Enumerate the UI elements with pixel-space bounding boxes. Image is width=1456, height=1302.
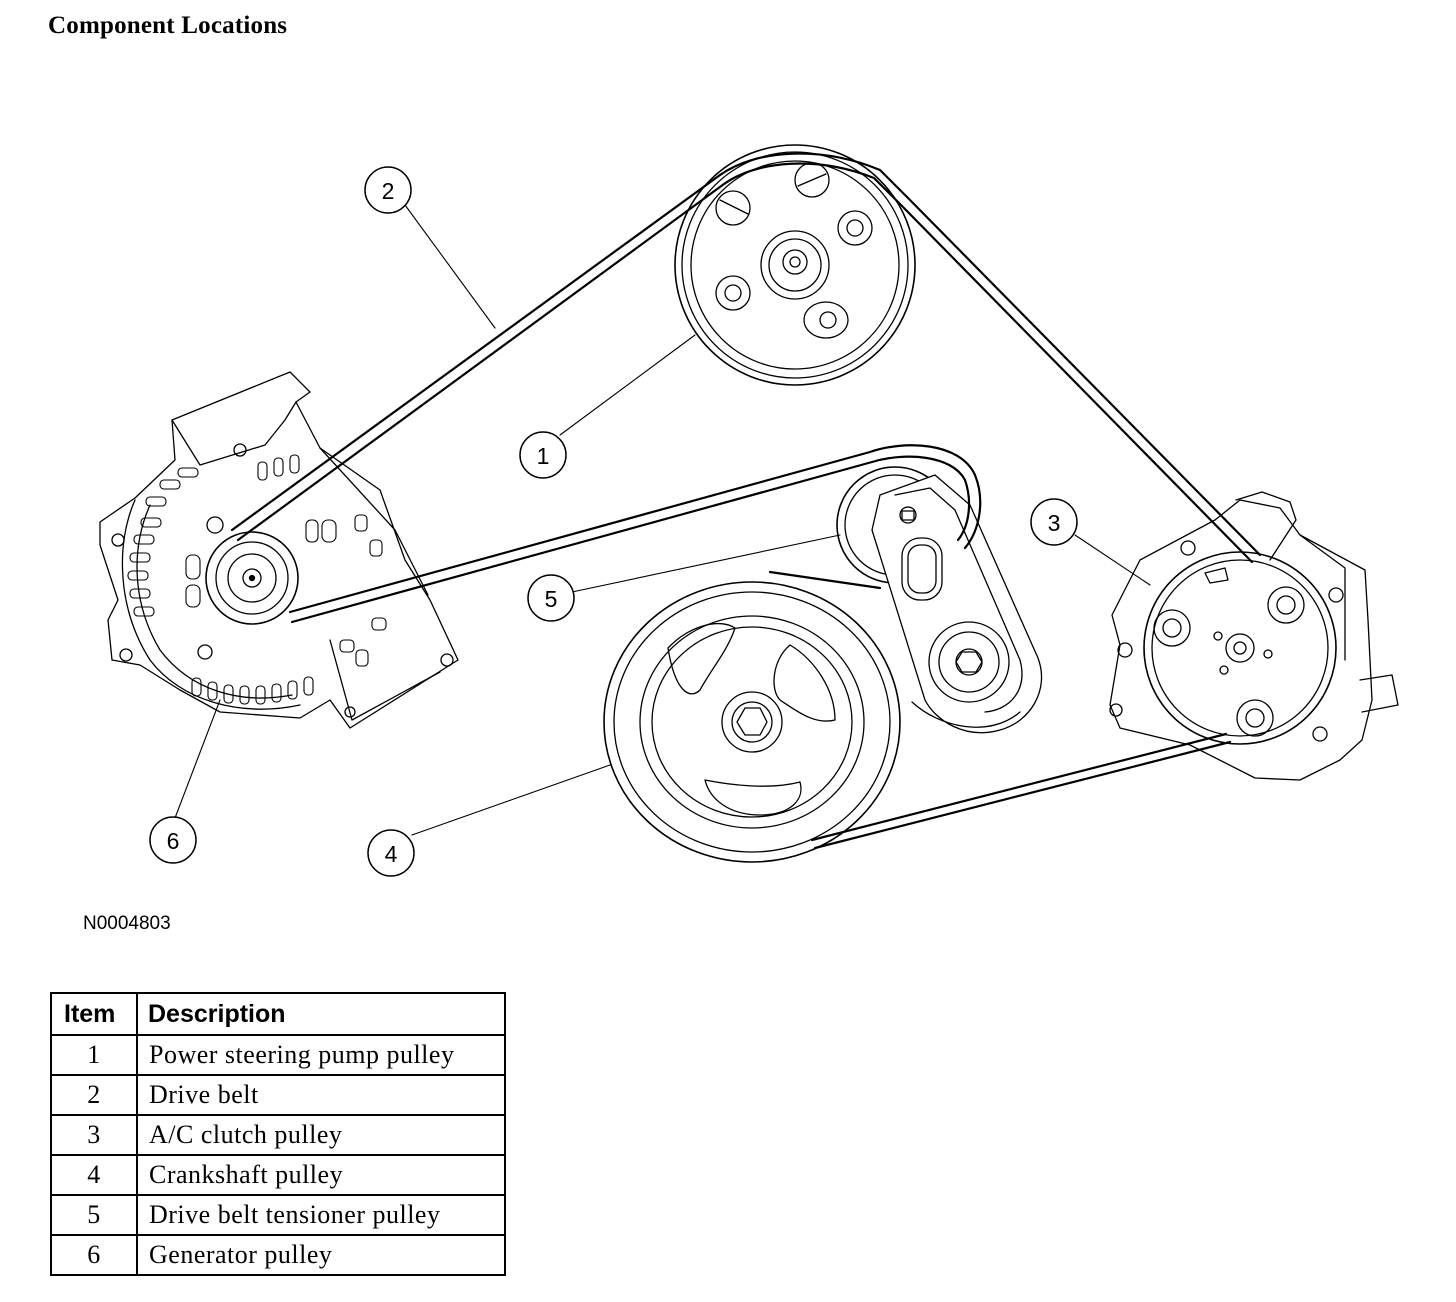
item-number: 6	[50, 1234, 138, 1276]
callout-2: 2	[364, 166, 412, 214]
item-description: A/C clutch pulley	[136, 1114, 506, 1156]
callout-4: 4	[367, 829, 415, 877]
table-header-row: Item Description	[50, 992, 506, 1036]
item-description: Drive belt	[136, 1074, 506, 1116]
item-number: 5	[50, 1194, 138, 1236]
figure-id: N0004803	[83, 913, 171, 934]
callout-6: 6	[149, 816, 197, 864]
item-number: 2	[50, 1074, 138, 1116]
table-row: 5 Drive belt tensioner pulley	[50, 1194, 506, 1236]
ac-compressor	[1109, 491, 1399, 781]
item-description: Crankshaft pulley	[136, 1154, 506, 1196]
item-description: Drive belt tensioner pulley	[136, 1194, 506, 1236]
crankshaft-pulley	[603, 581, 901, 863]
svg-text:2: 2	[382, 178, 395, 204]
svg-text:1: 1	[537, 443, 550, 469]
callouts: 1 2 3 4 5 6	[149, 166, 1078, 877]
item-description: Power steering pump pulley	[136, 1034, 506, 1076]
item-number: 3	[50, 1114, 138, 1156]
table-row: 1 Power steering pump pulley	[50, 1034, 506, 1076]
svg-text:4: 4	[385, 841, 398, 867]
parts-legend-table: Item Description 1 Power steering pump p…	[50, 992, 506, 1276]
callout-5: 5	[527, 574, 575, 622]
table-row: 6 Generator pulley	[50, 1234, 506, 1276]
column-header-description: Description	[136, 992, 506, 1036]
generator	[99, 371, 459, 729]
svg-text:6: 6	[167, 828, 180, 854]
page-title: Component Locations	[48, 12, 288, 39]
callout-3: 3	[1030, 498, 1078, 546]
svg-text:3: 3	[1048, 510, 1061, 536]
belt-routing-diagram: 1 2 3 4 5 6	[99, 144, 1399, 877]
tensioner-assembly	[836, 466, 1043, 734]
drive-belt	[230, 152, 1262, 850]
column-header-item: Item	[50, 992, 138, 1036]
item-number: 1	[50, 1034, 138, 1076]
leader-lines	[174, 204, 1151, 836]
power-steering-pump-pulley	[674, 144, 916, 386]
table-row: 3 A/C clutch pulley	[50, 1114, 506, 1156]
svg-text:5: 5	[545, 586, 558, 612]
callout-1: 1	[519, 431, 567, 479]
table-row: 4 Crankshaft pulley	[50, 1154, 506, 1196]
item-number: 4	[50, 1154, 138, 1196]
item-description: Generator pulley	[136, 1234, 506, 1276]
table-row: 2 Drive belt	[50, 1074, 506, 1116]
